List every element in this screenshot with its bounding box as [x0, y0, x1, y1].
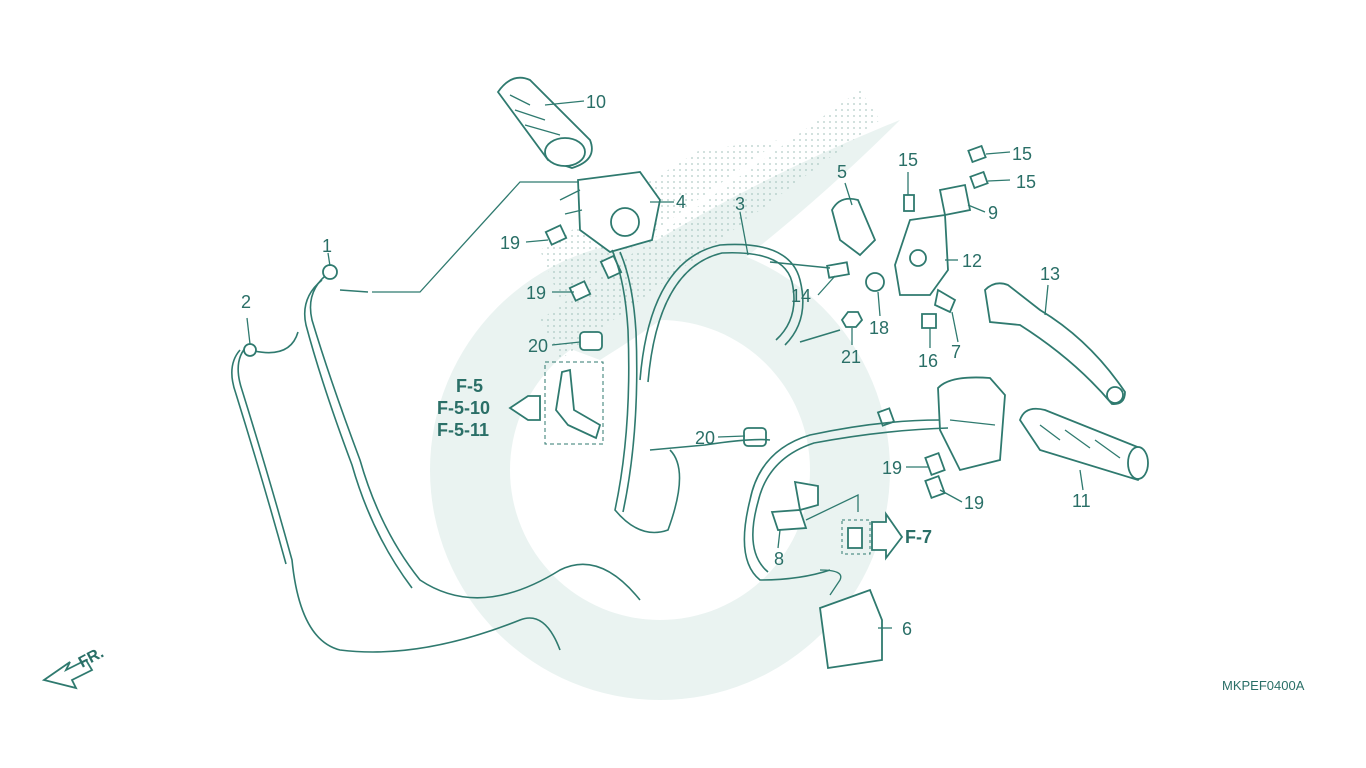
callout-15-upper: 15: [1012, 144, 1032, 164]
handlebar-harness: [611, 249, 949, 581]
lever-bracket: [894, 183, 972, 296]
throttle-cables: [231, 264, 641, 653]
diagram-code: MKPEF0400A: [1222, 678, 1305, 693]
throttle-housing: [559, 171, 661, 253]
callout-19-d: 19: [964, 493, 984, 513]
callout-7: 7: [951, 342, 961, 362]
callout-3: 3: [735, 194, 745, 214]
reference-clamp: [544, 361, 604, 445]
left-grip: [1019, 407, 1149, 482]
reference-f7: F-7: [905, 527, 932, 547]
callout-12: 12: [962, 251, 982, 271]
clutch-lever: [984, 282, 1126, 405]
reference-f5-10: F-5-10: [437, 398, 490, 418]
cable-clamp: [770, 480, 819, 531]
callout-8: 8: [774, 549, 784, 569]
callout-15-lower: 15: [1016, 172, 1036, 192]
throttle-grip: [496, 76, 593, 169]
callout-10: 10: [586, 92, 606, 112]
callout-19-a: 19: [500, 233, 520, 253]
callout-4: 4: [676, 192, 686, 212]
callout-1: 1: [322, 236, 332, 256]
callout-9: 9: [988, 203, 998, 223]
callout-19-b: 19: [526, 283, 546, 303]
leader-lines: [246, 100, 1084, 629]
front-direction-arrow: [41, 658, 94, 690]
callout-2: 2: [241, 292, 251, 312]
switch-connector: [819, 569, 883, 670]
callout-14: 14: [791, 286, 811, 306]
reference-f5-11: F-5-11: [437, 420, 489, 440]
callout-13: 13: [1040, 264, 1060, 284]
callout-21: 21: [841, 347, 861, 367]
left-switch-housing: [937, 376, 1006, 472]
watermark-logo: [430, 90, 900, 700]
reference-arrow-left: [508, 395, 541, 421]
dust-cover: [831, 197, 877, 257]
reference-arrow-right: [841, 511, 904, 561]
callout-18: 18: [869, 318, 889, 338]
callout-11: 11: [1072, 491, 1091, 511]
callout-19-c: 19: [882, 458, 902, 478]
callout-6: 6: [902, 619, 912, 639]
choke-cable: [639, 243, 841, 383]
callout-20-a: 20: [528, 336, 548, 356]
callout-17: 16: [918, 351, 938, 371]
callout-5: 5: [837, 162, 847, 182]
callout-20-b: 20: [695, 428, 715, 448]
reference-f5: F-5: [456, 376, 483, 396]
callout-16: 15: [898, 150, 918, 170]
